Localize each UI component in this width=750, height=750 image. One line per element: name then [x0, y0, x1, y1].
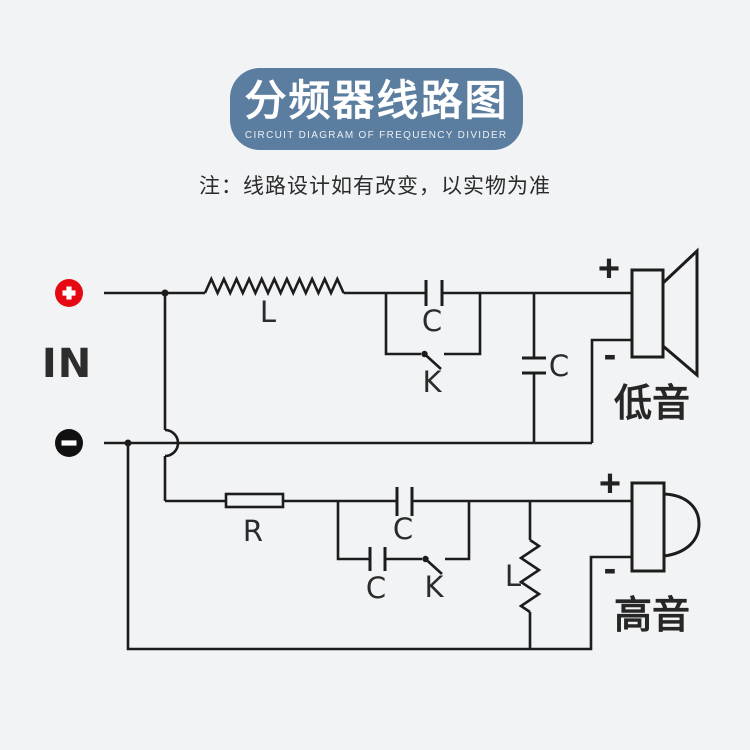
- series-capacitor-C-top-label: C: [422, 304, 442, 338]
- series-capacitor-C-bottom-label: C: [393, 512, 413, 546]
- bypass-capacitor-C-bottom-label: C: [366, 571, 386, 605]
- disclaimer-note: 注：线路设计如有改变，以实物为准: [199, 175, 551, 198]
- woofer-speaker-icon: [630, 247, 699, 379]
- wire-woofer-minus: [590, 338, 632, 443]
- shunt-capacitor-C-top-icon: [522, 293, 546, 443]
- switch-K-bottom-icon: [422, 501, 471, 575]
- input-label: IN: [42, 341, 92, 387]
- shunt-inductor-L-bottom-icon: [518, 501, 542, 649]
- tweeter-minus-label: -: [604, 548, 617, 590]
- page-subtitle: CIRCUIT DIAGRAM OF FREQUENCY DIVIDER: [245, 128, 508, 141]
- shunt-inductor-L-bottom-label: L: [505, 559, 521, 593]
- title-banner: 分频器线路图 CIRCUIT DIAGRAM OF FREQUENCY DIVI…: [230, 68, 523, 150]
- minus-input-terminal-icon: [55, 429, 83, 457]
- tweeter-label: 高音: [614, 595, 690, 637]
- woofer-minus-label: -: [604, 334, 617, 376]
- page-title: 分频器线路图: [244, 76, 509, 124]
- woofer-label: 低音: [614, 383, 690, 425]
- resistor-R-label: R: [243, 514, 263, 548]
- woofer-plus-label: +: [598, 248, 620, 290]
- wire-bottom-return-rail: [126, 443, 632, 651]
- switch-K-top-label: K: [422, 365, 442, 399]
- plus-input-terminal-icon: [55, 279, 83, 307]
- tweeter-plus-label: +: [599, 463, 621, 505]
- shunt-capacitor-C-top-label: C: [549, 349, 569, 383]
- tweeter-speaker-icon: [630, 481, 701, 573]
- bypass-capacitor-C-bottom-icon: [336, 501, 422, 571]
- switch-K-top-icon: [384, 293, 482, 370]
- wire-plus-drop-with-hop: [163, 293, 180, 501]
- switch-K-bottom-label: K: [424, 570, 444, 604]
- resistor-R-icon: [224, 492, 285, 509]
- inductor-L-top-label: L: [260, 295, 276, 329]
- series-capacitor-C-top-icon: [424, 280, 444, 306]
- inductor-L-top-icon: [203, 275, 345, 297]
